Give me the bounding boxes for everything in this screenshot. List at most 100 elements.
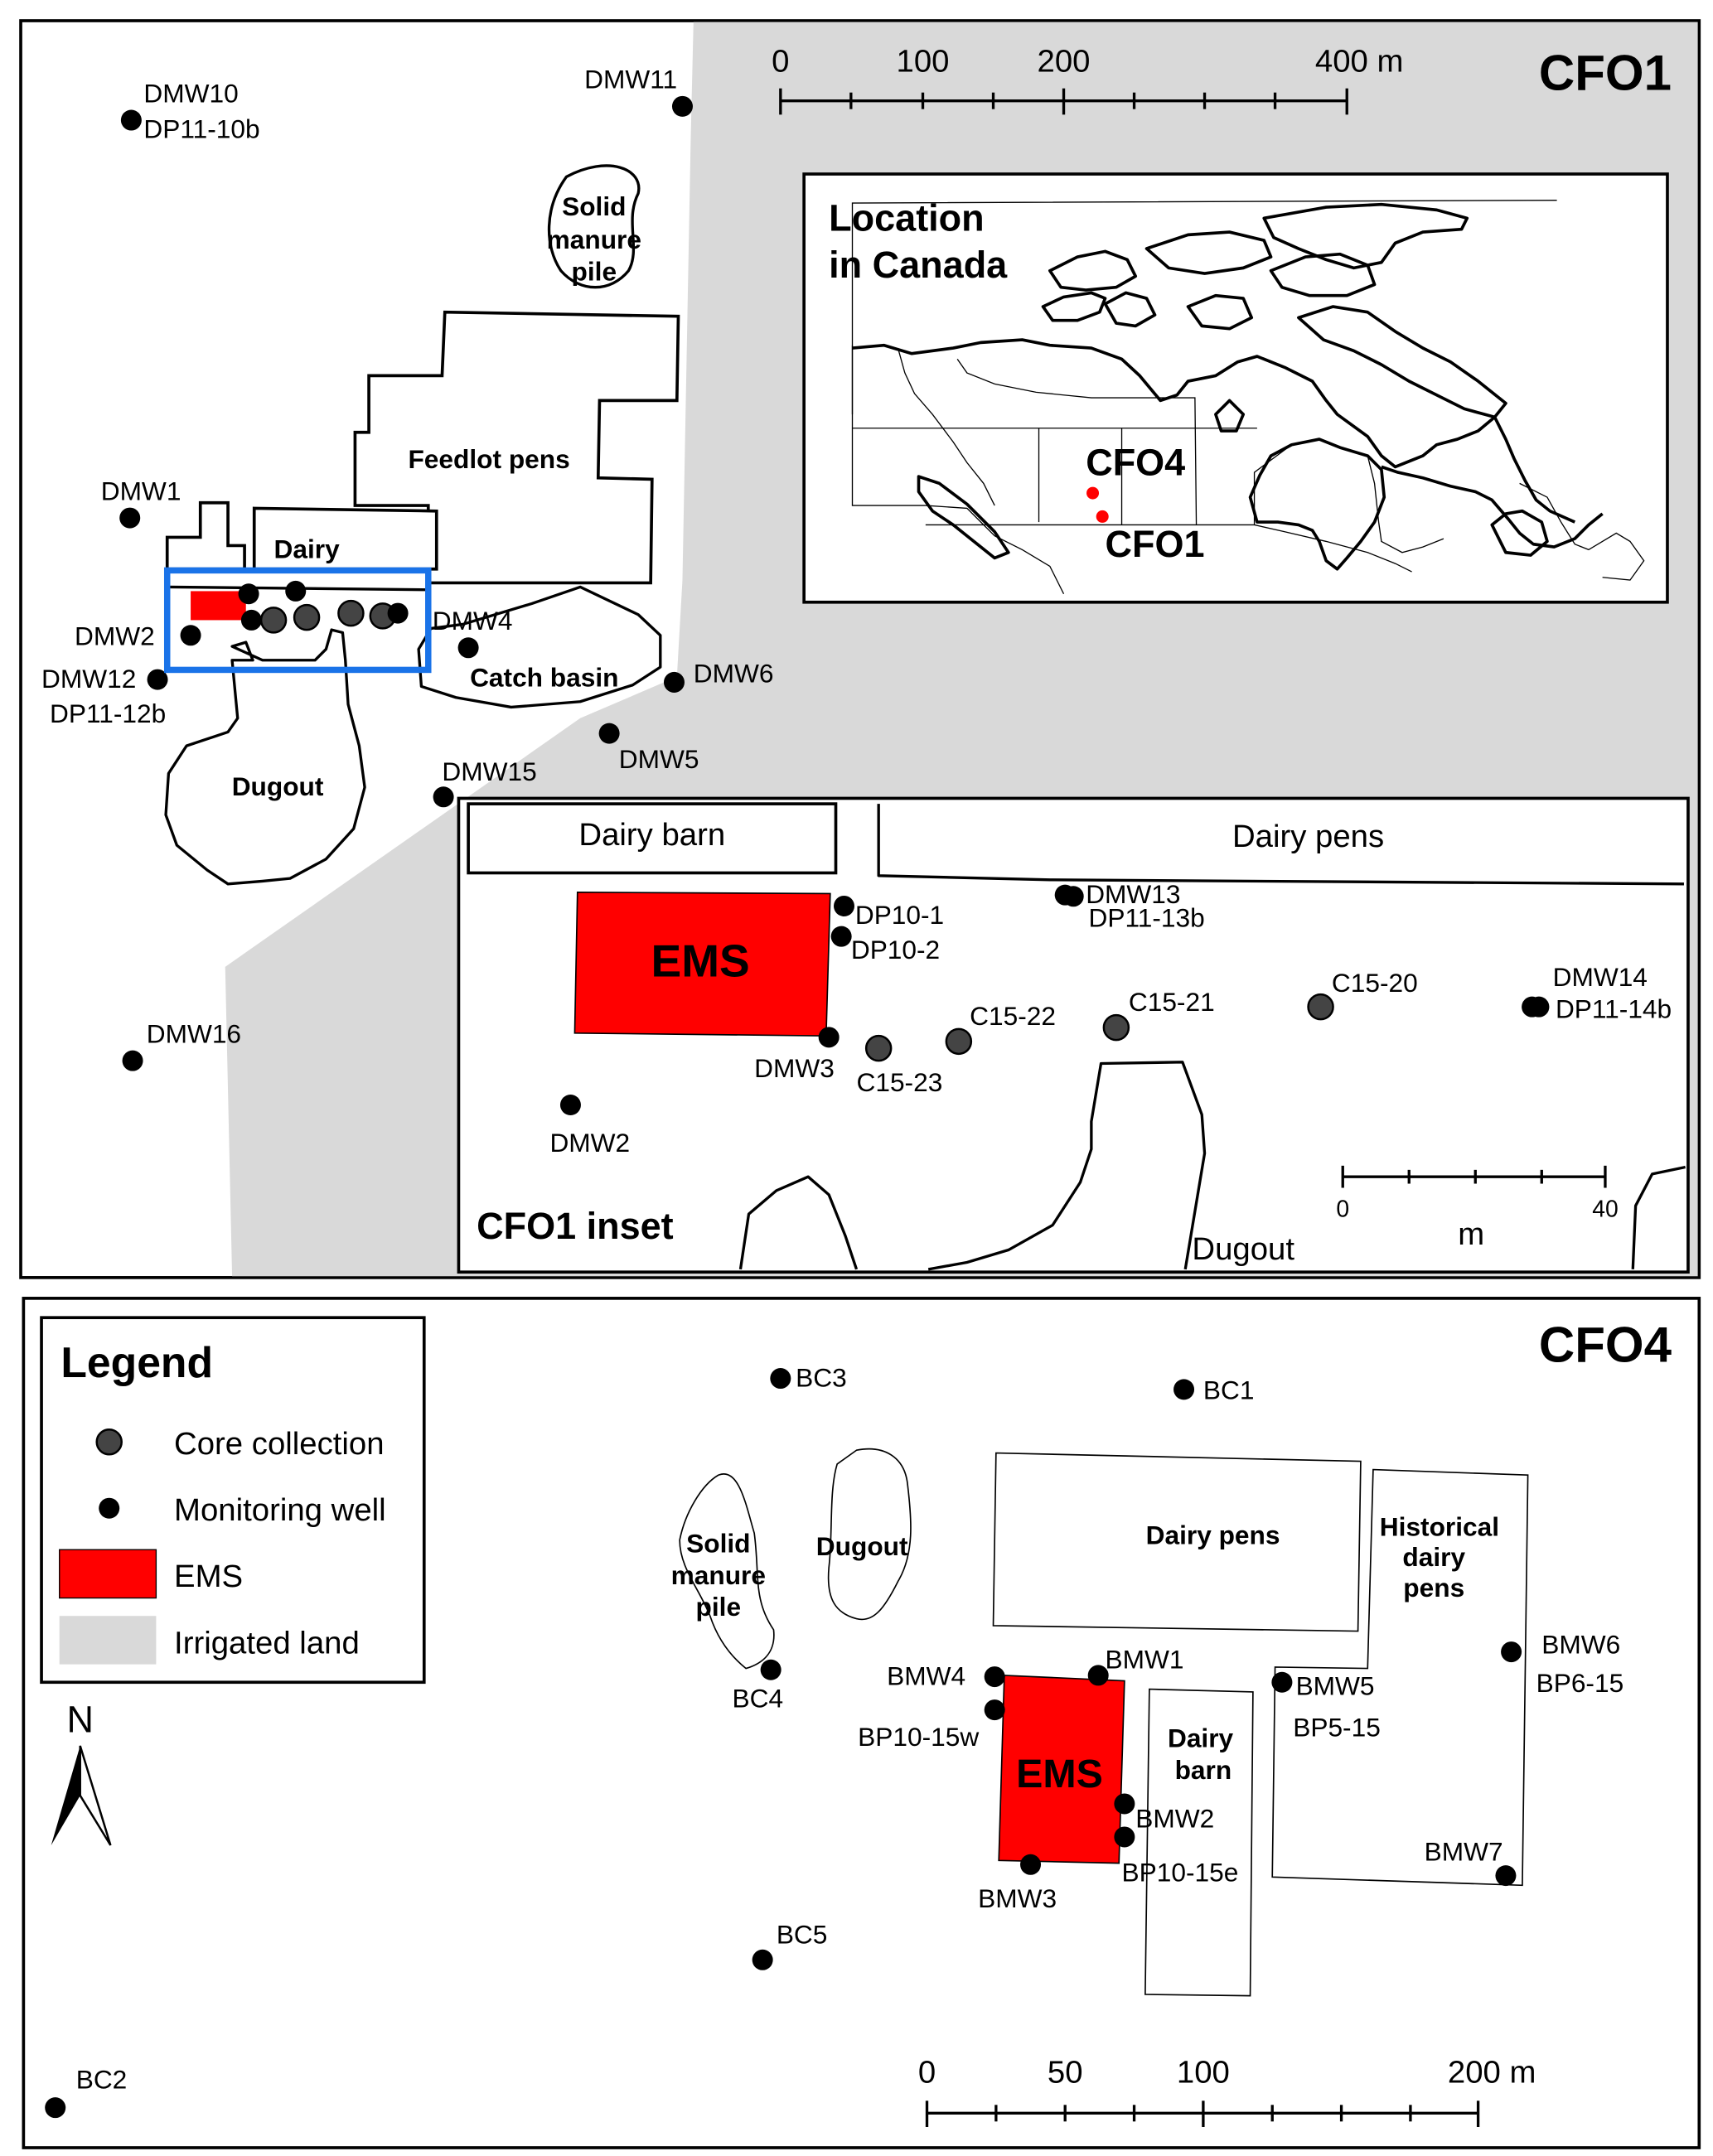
well-label: DMW10 xyxy=(143,78,238,108)
inset-indicator-box xyxy=(163,567,432,674)
well-marker xyxy=(122,1050,143,1071)
well-label: DMW4 xyxy=(433,606,513,636)
label: barn xyxy=(1175,1755,1232,1785)
well-label: BC1 xyxy=(1203,1375,1255,1405)
well-label: BMW7 xyxy=(1425,1836,1503,1866)
core-marker xyxy=(293,603,321,631)
well-marker xyxy=(120,109,142,131)
well-label: DP11-10b xyxy=(143,114,259,144)
well-marker xyxy=(119,507,141,529)
well-marker xyxy=(180,625,201,646)
solid-manure-pile-label-2: manure xyxy=(547,225,641,254)
cfo4-dugout: Dugout xyxy=(816,1448,912,1621)
well-marker xyxy=(1173,1379,1195,1400)
well-marker xyxy=(240,609,262,631)
well-label: DMW14 xyxy=(1553,962,1648,992)
well-marker xyxy=(818,1027,840,1048)
well-label: BMW5 xyxy=(1296,1670,1375,1700)
well-marker xyxy=(1501,1641,1522,1663)
legend-title: Legend xyxy=(60,1338,213,1386)
core-marker xyxy=(1102,1013,1130,1042)
legend-label: Core collection xyxy=(174,1426,385,1462)
legend-label: Irrigated land xyxy=(174,1625,360,1661)
label: pens xyxy=(1403,1573,1464,1602)
core-label: C15-22 xyxy=(970,1001,1056,1031)
scale-unit: m xyxy=(1458,1216,1484,1252)
dugout-label: Dugout xyxy=(232,771,324,801)
cfo4-well-labels: BC3 BC1 BC4 BC5 BC2 BMW4 BP10-15w BMW1 B… xyxy=(76,1363,1623,2095)
cfo1-panel: Solid manure pile Feedlot pens Dairy Cat… xyxy=(19,19,1701,1279)
well-crosshair-icon xyxy=(99,1497,120,1519)
label: Historical xyxy=(1380,1512,1499,1542)
well-label: DMW15 xyxy=(442,757,536,786)
well-label: DMW12 xyxy=(41,664,136,694)
well-marker xyxy=(760,1659,781,1680)
cfo4-title: CFO4 xyxy=(1539,1317,1672,1373)
well-marker xyxy=(1528,996,1550,1018)
well-marker xyxy=(433,786,454,808)
well-label: DP11-13b xyxy=(1089,902,1205,932)
scale-label: 50 xyxy=(1048,2055,1083,2091)
well-marker xyxy=(770,1368,791,1390)
well-label: BP10-15w xyxy=(858,1722,979,1752)
legend-label: EMS xyxy=(174,1559,243,1594)
label: Dairy pens xyxy=(1146,1520,1280,1550)
well-label: DMW2 xyxy=(549,1128,630,1158)
well-label: BMW4 xyxy=(887,1661,965,1691)
cfo1-cores xyxy=(259,599,397,634)
well-marker xyxy=(833,895,854,916)
catch-basin-label: Catch basin xyxy=(470,662,618,692)
scale-label: 400 m xyxy=(1315,44,1404,80)
feedlot-pens-label: Feedlot pens xyxy=(408,444,569,474)
label: Dugout xyxy=(816,1531,908,1561)
well-marker xyxy=(285,580,307,602)
cfo4-ems: EMS xyxy=(998,1675,1125,1864)
dugout: Dugout xyxy=(164,628,366,886)
cfo1-site-dot xyxy=(1096,510,1109,523)
scale-label: 100 xyxy=(1177,2055,1230,2091)
label: Solid xyxy=(686,1529,750,1559)
well-label: DP10-2 xyxy=(851,935,940,964)
dairy-label: Dairy xyxy=(273,534,340,563)
well-label: BMW1 xyxy=(1106,1645,1184,1675)
well-label: DMW2 xyxy=(75,621,155,650)
well-marker xyxy=(1271,1671,1293,1693)
red-rect-icon xyxy=(59,1549,157,1599)
north-label: N xyxy=(66,1698,94,1740)
well-marker xyxy=(830,926,852,947)
well-marker xyxy=(671,95,693,117)
scale-label: 200 xyxy=(1038,44,1091,80)
well-marker xyxy=(457,637,479,659)
cfo4-dairy-barn: Dairy barn xyxy=(1144,1688,1254,1997)
well-label: DMW13 xyxy=(1086,879,1180,909)
label: Dairy xyxy=(1168,1723,1234,1753)
inset-scale-bar: 0 40 m xyxy=(1336,1165,1619,1252)
well-label: BP6-15 xyxy=(1536,1668,1624,1698)
well-label: BMW3 xyxy=(978,1883,1057,1913)
scale-label: 0 xyxy=(918,2055,936,2091)
core-marker xyxy=(945,1027,973,1056)
scale-label: 200 m xyxy=(1448,2055,1536,2091)
well-label: BC2 xyxy=(76,2064,128,2094)
well-label: BC4 xyxy=(732,1683,783,1713)
well-marker xyxy=(984,1666,1005,1688)
scale-label: 0 xyxy=(1336,1196,1349,1223)
dairy-area: Dairy xyxy=(165,500,438,592)
well-label: DMW1 xyxy=(101,476,181,505)
scale-label: 100 xyxy=(897,44,950,80)
inset-dugout-label: Dugout xyxy=(1192,1231,1294,1267)
cfo1-inset: Dairy barn Dairy pens EMS Dugout C15-23 … xyxy=(457,796,1690,1274)
solid-manure-pile: Solid manure pile xyxy=(547,164,641,289)
well-marker xyxy=(45,2097,66,2119)
well-label: BP5-15 xyxy=(1293,1712,1381,1742)
gray-rect-icon xyxy=(59,1616,157,1665)
well-marker xyxy=(1062,886,1084,907)
core-marker xyxy=(259,607,288,634)
inset-dairy-barn xyxy=(467,802,838,875)
cfo1-well-labels: DMW10 DP11-10b DMW11 DMW1 DMW2 DMW12 DP1… xyxy=(41,65,773,1049)
inset-dairy-pens-label: Dairy pens xyxy=(1232,819,1384,854)
solid-manure-pile-label-1: Solid xyxy=(562,191,626,221)
well-marker xyxy=(1114,1793,1135,1815)
well-label: BMW2 xyxy=(1135,1803,1214,1833)
solid-manure-pile-label-3: pile xyxy=(572,256,617,286)
